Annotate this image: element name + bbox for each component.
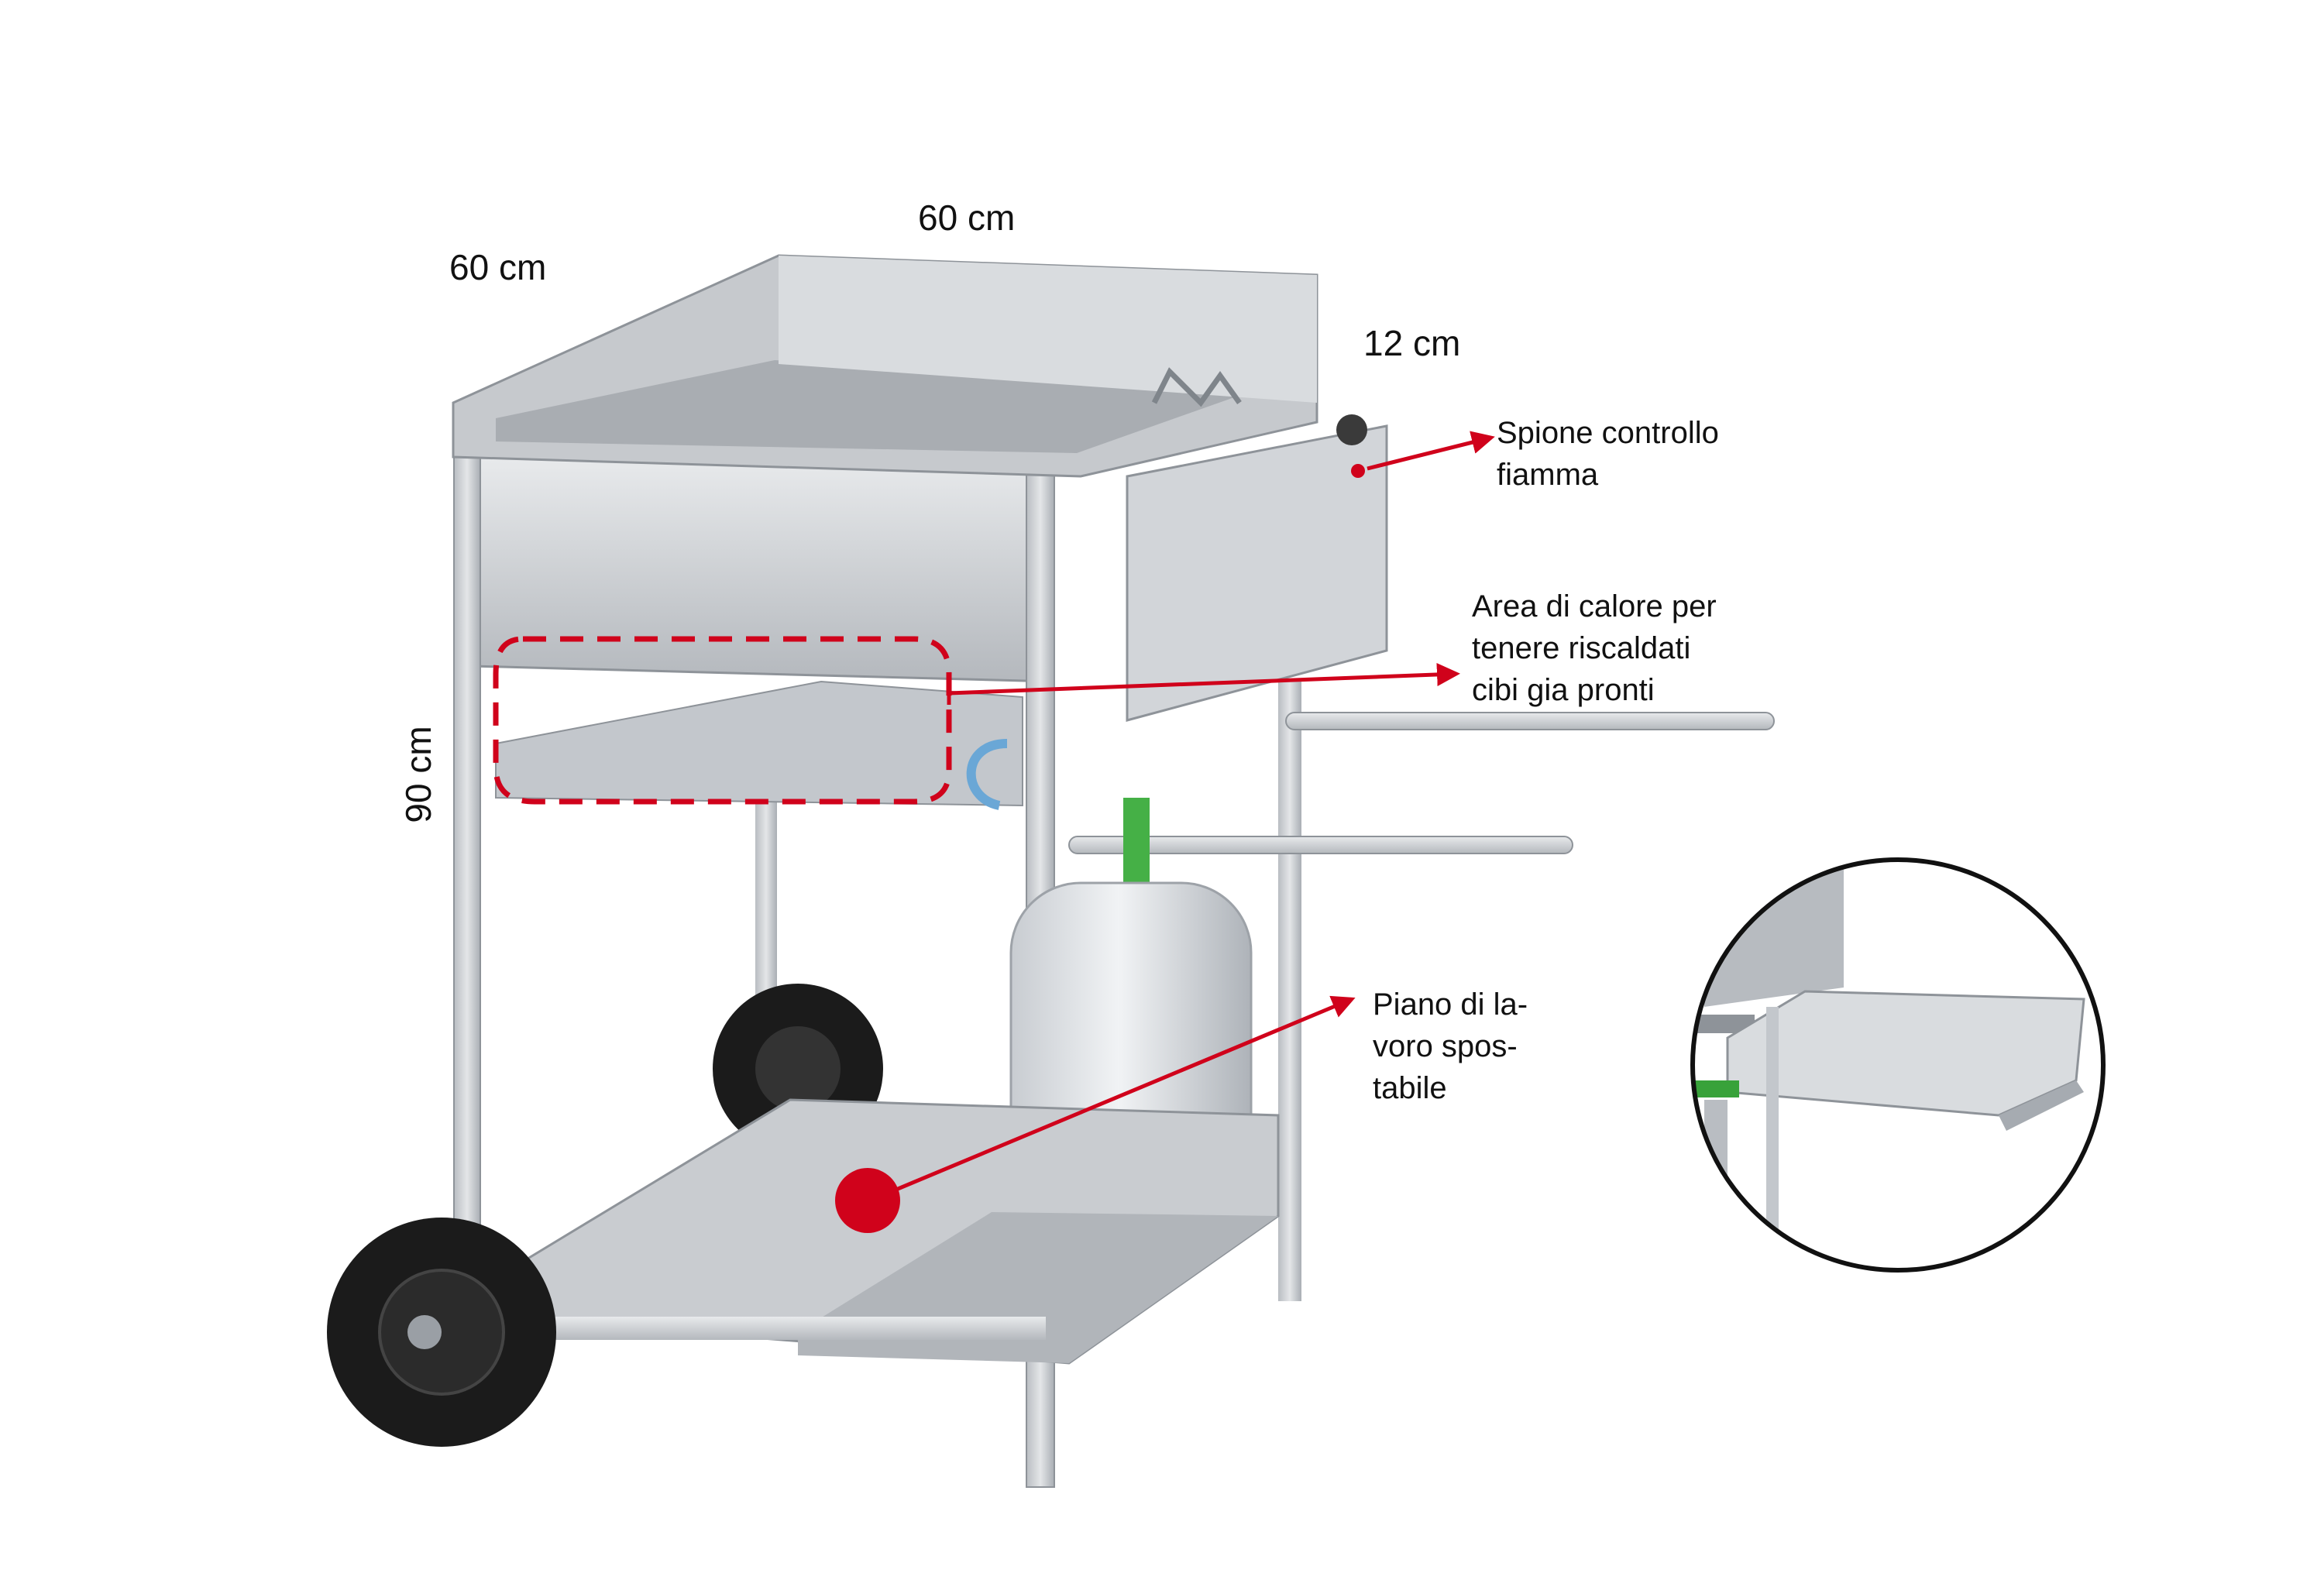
work-top-arrow [878,995,1356,1199]
flame-control-callout: Spione controllo fiamma [1497,412,1719,496]
flame-control-line-1: Spione controllo [1497,416,1719,450]
flame-control-arrow [1367,431,1495,471]
detail-inset [1690,857,2106,1273]
heat-area-line-2: tenere riscaldati [1472,631,1691,665]
heat-area-line-1: Area di calore per [1472,589,1717,623]
work-top-line-1: Piano di la- [1373,988,1528,1022]
grill-illustration [327,254,1775,1488]
work-top-dot [835,1168,900,1233]
depth-dimension-label: 60 cm [449,247,547,287]
flame-control-line-2: fiamma [1497,458,1599,492]
work-top-line-3: tabile [1373,1071,1447,1105]
flame-control-dot [1351,464,1365,478]
heat-area-line-3: cibi gia pronti [1472,673,1655,707]
heat-area-arrow [948,662,1460,696]
heat-area-outline [493,636,952,805]
edge-height-dimension-label: 12 cm [1363,323,1461,363]
heat-area-callout: Area di calore per tenere riscaldati cib… [1472,586,1717,711]
work-top-line-2: voro spos- [1373,1029,1518,1063]
work-top-callout: Piano di la- voro spos- tabile [1373,984,1528,1109]
height-dimension-label: 90 cm [398,726,438,823]
width-dimension-label: 60 cm [918,198,1016,238]
